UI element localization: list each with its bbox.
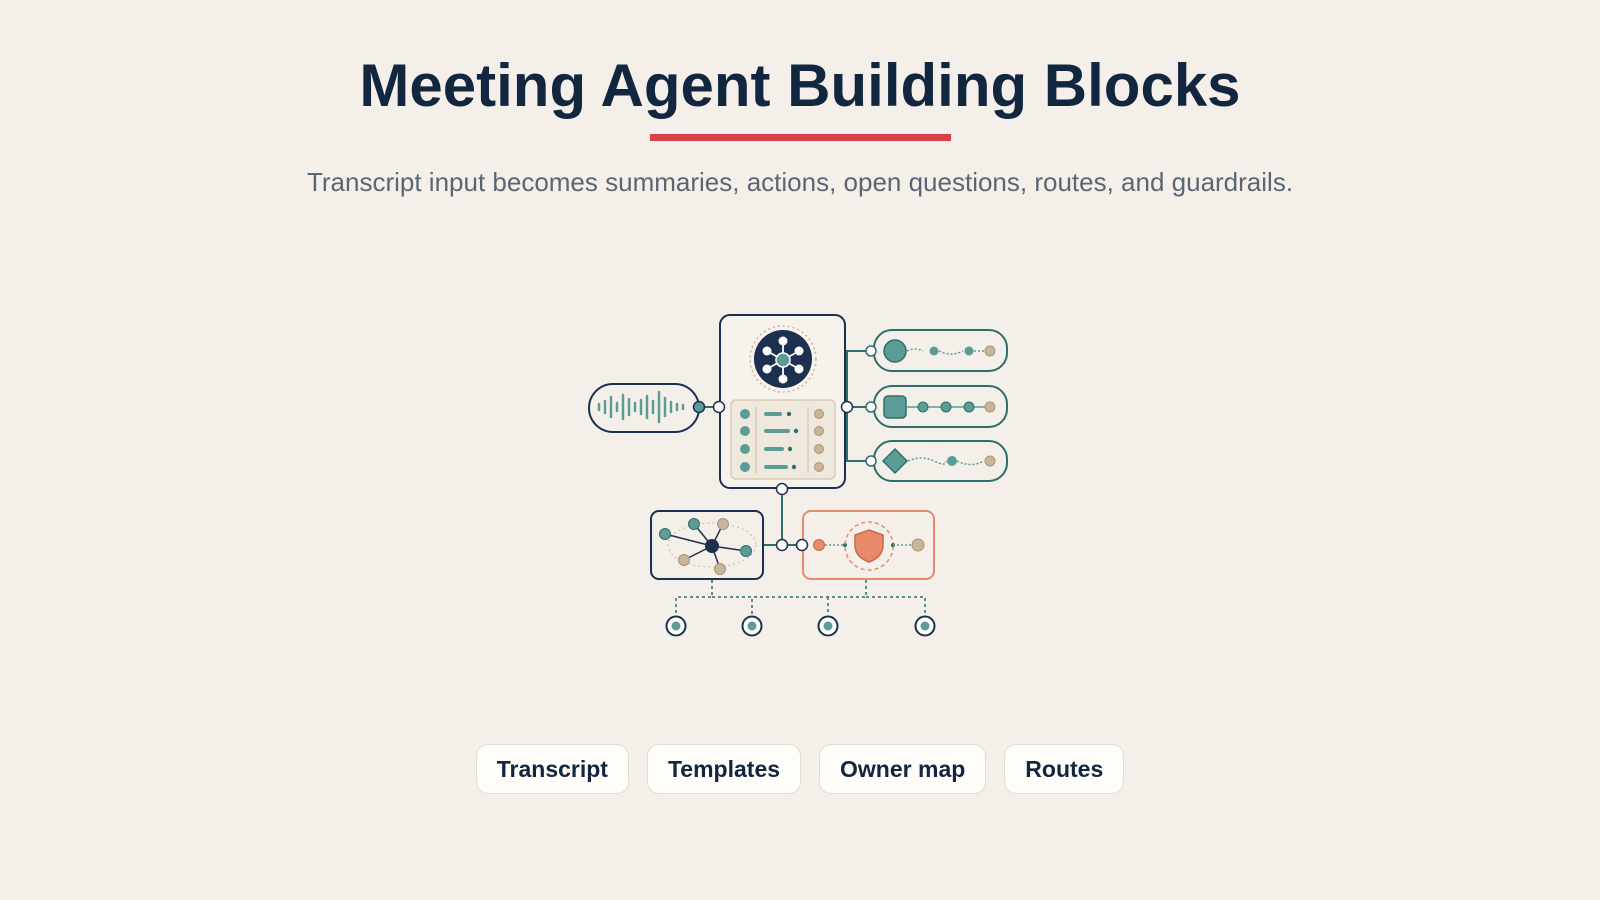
title-underline bbox=[650, 134, 951, 141]
shield-icon bbox=[854, 529, 884, 563]
hub-bottom-port bbox=[775, 482, 789, 496]
chip-owner-map: Owner map bbox=[819, 744, 987, 794]
hub-dotted-ring bbox=[749, 325, 817, 393]
output-summary-module bbox=[865, 329, 1008, 372]
guardrail-module bbox=[775, 510, 935, 580]
building-block-chips: Transcript Templates Owner map Routes bbox=[0, 744, 1600, 794]
audio-waveform-icon bbox=[597, 390, 685, 424]
route-endpoint-icon bbox=[741, 615, 763, 637]
question-diamond-icon bbox=[881, 447, 909, 475]
chip-routes: Routes bbox=[1004, 744, 1125, 794]
routes-connector bbox=[675, 580, 926, 615]
page-subtitle: Transcript input becomes summaries, acti… bbox=[306, 167, 1294, 197]
hub-right-port bbox=[840, 400, 854, 414]
chip-transcript: Transcript bbox=[475, 744, 629, 794]
output-questions-module bbox=[865, 440, 1008, 482]
page-title: Meeting Agent Building Blocks bbox=[359, 52, 1241, 119]
chip-templates: Templates bbox=[646, 744, 802, 794]
route-endpoint-icon bbox=[665, 615, 687, 637]
summary-circle-icon bbox=[883, 339, 907, 363]
hub-left-port bbox=[712, 400, 726, 414]
output-actions-module bbox=[865, 385, 1008, 428]
transcript-input-module bbox=[588, 383, 706, 433]
task-list-icon bbox=[730, 399, 836, 480]
action-square-icon bbox=[883, 395, 907, 419]
agent-hub-module bbox=[712, 314, 854, 496]
input-port bbox=[692, 400, 706, 414]
route-endpoint-icon bbox=[817, 615, 839, 637]
owner-map-module bbox=[650, 510, 764, 580]
route-endpoints bbox=[665, 615, 936, 637]
route-endpoint-icon bbox=[914, 615, 936, 637]
